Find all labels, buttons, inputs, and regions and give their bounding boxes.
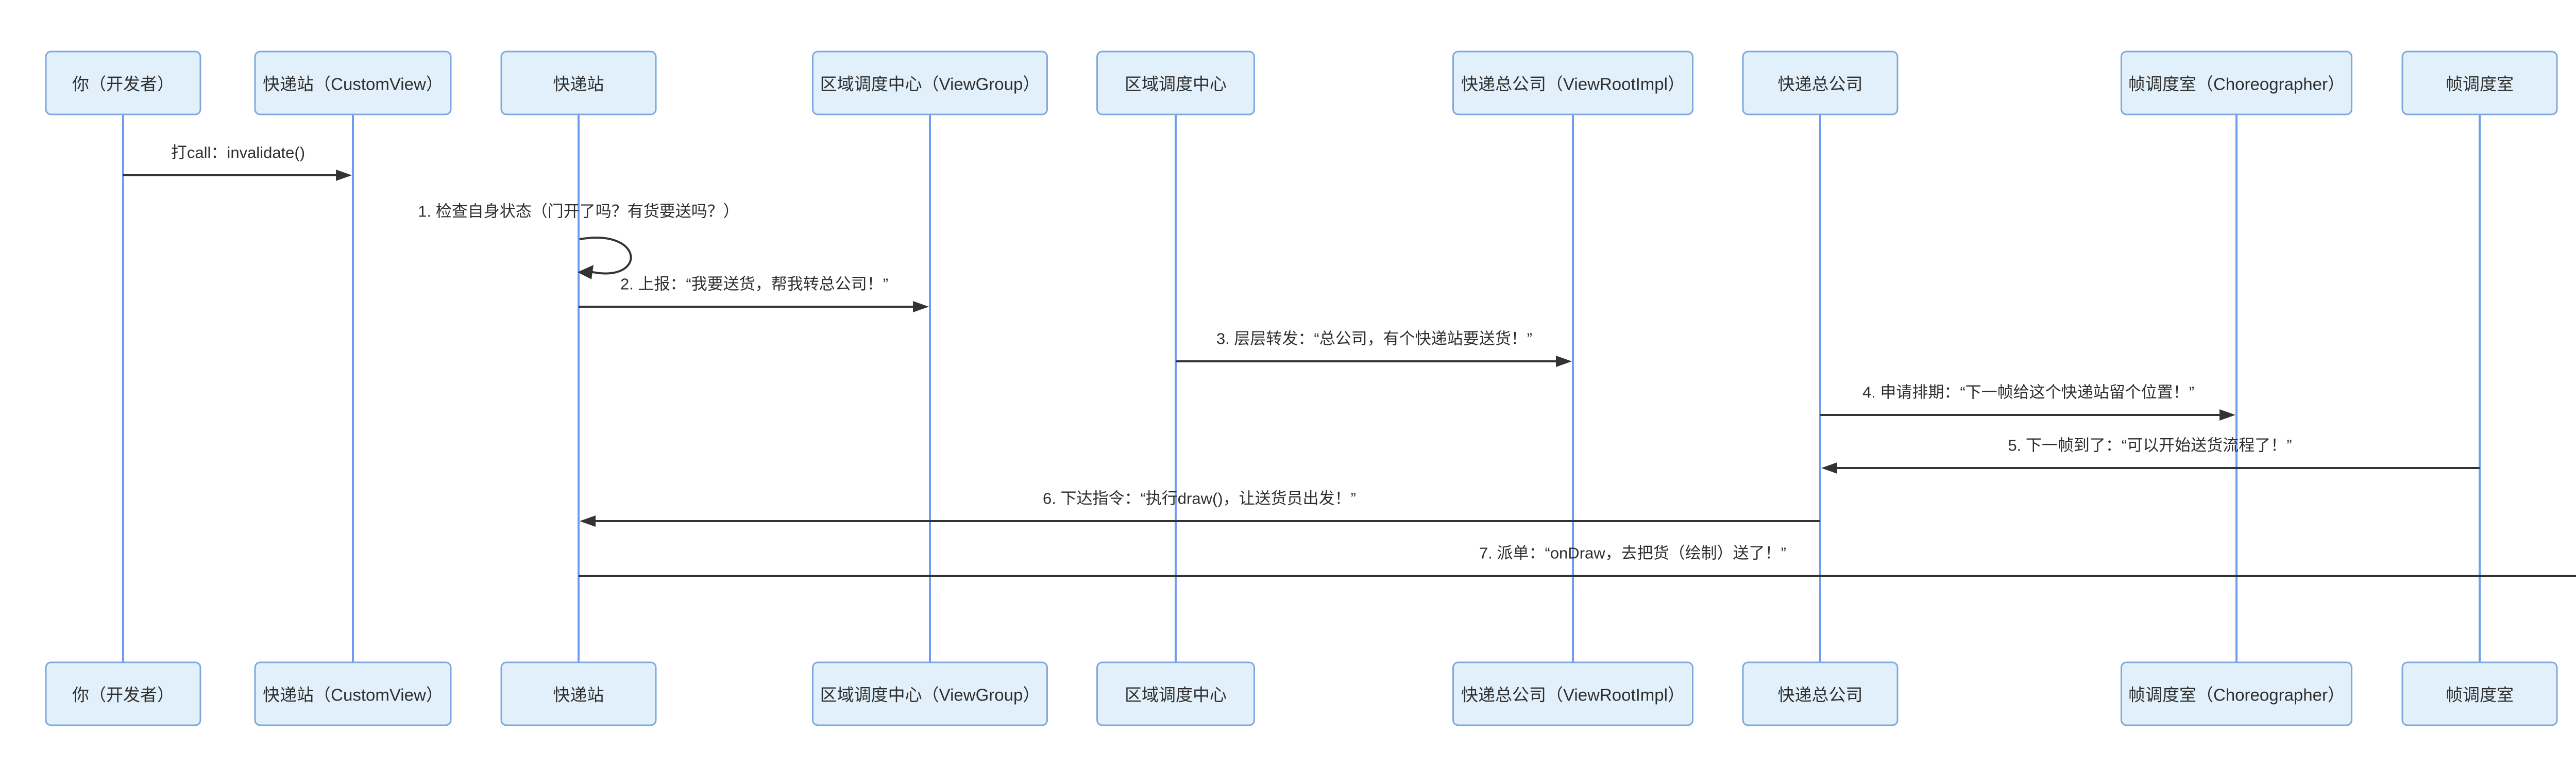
message-6-arrowhead-icon bbox=[1821, 462, 1837, 474]
message-8-label: 7. 派单：“onDraw，去把货（绘制）送了！” bbox=[1479, 544, 1786, 562]
message-6-label: 5. 下一帧到了：“可以开始送货流程了！” bbox=[2008, 437, 2292, 455]
participant-label-top-view-root-impl: 快递总公司（ViewRootImpl） bbox=[1461, 75, 1685, 94]
message-2-self-loop bbox=[579, 237, 632, 275]
participant-label-bottom-developer: 你（开发者） bbox=[72, 686, 174, 705]
participant-label-top-station: 快递站 bbox=[553, 75, 604, 94]
participant-label-top-headquarters: 快递总公司 bbox=[1778, 75, 1863, 94]
participant-box-bottom-region-center bbox=[1096, 661, 1255, 726]
message-2-arrowhead-icon bbox=[578, 265, 594, 279]
participant-box-top-custom-view bbox=[254, 51, 452, 115]
participant-label-top-frame-room: 帧调度室 bbox=[2446, 75, 2514, 94]
participant-label-bottom-region-center: 区域调度中心 bbox=[1125, 686, 1227, 705]
message-1-arrowhead-icon bbox=[336, 170, 352, 181]
participant-label-top-region-center: 区域调度中心 bbox=[1125, 75, 1227, 94]
participant-box-bottom-headquarters bbox=[1742, 661, 1899, 726]
participant-label-top-view-group: 区域调度中心（ViewGroup） bbox=[820, 75, 1040, 94]
participant-label-bottom-frame-room: 帧调度室 bbox=[2446, 686, 2514, 705]
message-3-arrowhead-icon bbox=[913, 301, 929, 312]
message-7-label: 6. 下达指令：“执行draw()，让送货员出发！” bbox=[1043, 490, 1356, 508]
participant-box-bottom-developer bbox=[45, 661, 201, 726]
participant-box-top-choreographer bbox=[2121, 51, 2352, 115]
participant-box-top-view-group bbox=[812, 51, 1048, 115]
participant-box-bottom-frame-room bbox=[2401, 661, 2558, 726]
participant-label-top-custom-view: 快递站（CustomView） bbox=[263, 75, 443, 94]
participant-box-top-region-center bbox=[1096, 51, 1255, 115]
participant-box-top-view-root-impl bbox=[1452, 51, 1693, 115]
participant-box-bottom-view-root-impl bbox=[1452, 661, 1693, 726]
participant-label-bottom-custom-view: 快递站（CustomView） bbox=[263, 686, 443, 705]
participant-label-top-choreographer: 帧调度室（Choreographer） bbox=[2128, 75, 2345, 94]
participant-box-bottom-custom-view bbox=[254, 661, 452, 726]
participant-box-bottom-view-group bbox=[812, 661, 1048, 726]
message-5-arrowhead-icon bbox=[2219, 409, 2235, 421]
participant-label-bottom-view-group: 区域调度中心（ViewGroup） bbox=[820, 686, 1040, 705]
message-1-label: 打call：invalidate() bbox=[171, 144, 305, 162]
message-5-label: 4. 申请排期：“下一帧给这个快递站留个位置！” bbox=[1862, 384, 2194, 402]
participant-box-bottom-station bbox=[500, 661, 657, 726]
participant-box-top-station bbox=[500, 51, 657, 115]
participant-box-top-developer bbox=[45, 51, 201, 115]
participant-label-bottom-headquarters: 快递总公司 bbox=[1778, 686, 1863, 705]
participant-label-bottom-choreographer: 帧调度室（Choreographer） bbox=[2128, 686, 2345, 705]
message-3-label: 2. 上报：“我要送货，帮我转总公司！” bbox=[620, 275, 888, 293]
participant-box-top-headquarters bbox=[1742, 51, 1899, 115]
participant-label-bottom-station: 快递站 bbox=[553, 686, 604, 705]
message-7-arrowhead-icon bbox=[580, 515, 596, 527]
message-4-arrowhead-icon bbox=[1556, 356, 1572, 367]
message-4-label: 3. 层层转发：“总公司，有个快递站要送货！” bbox=[1216, 330, 1532, 348]
message-2-label: 1. 检查自身状态（门开了吗？有货要送吗？） bbox=[418, 203, 739, 221]
participant-label-bottom-view-root-impl: 快递总公司（ViewRootImpl） bbox=[1461, 686, 1685, 705]
participant-box-top-frame-room bbox=[2401, 51, 2558, 115]
participant-box-bottom-choreographer bbox=[2121, 661, 2352, 726]
participant-label-top-developer: 你（开发者） bbox=[72, 75, 174, 94]
